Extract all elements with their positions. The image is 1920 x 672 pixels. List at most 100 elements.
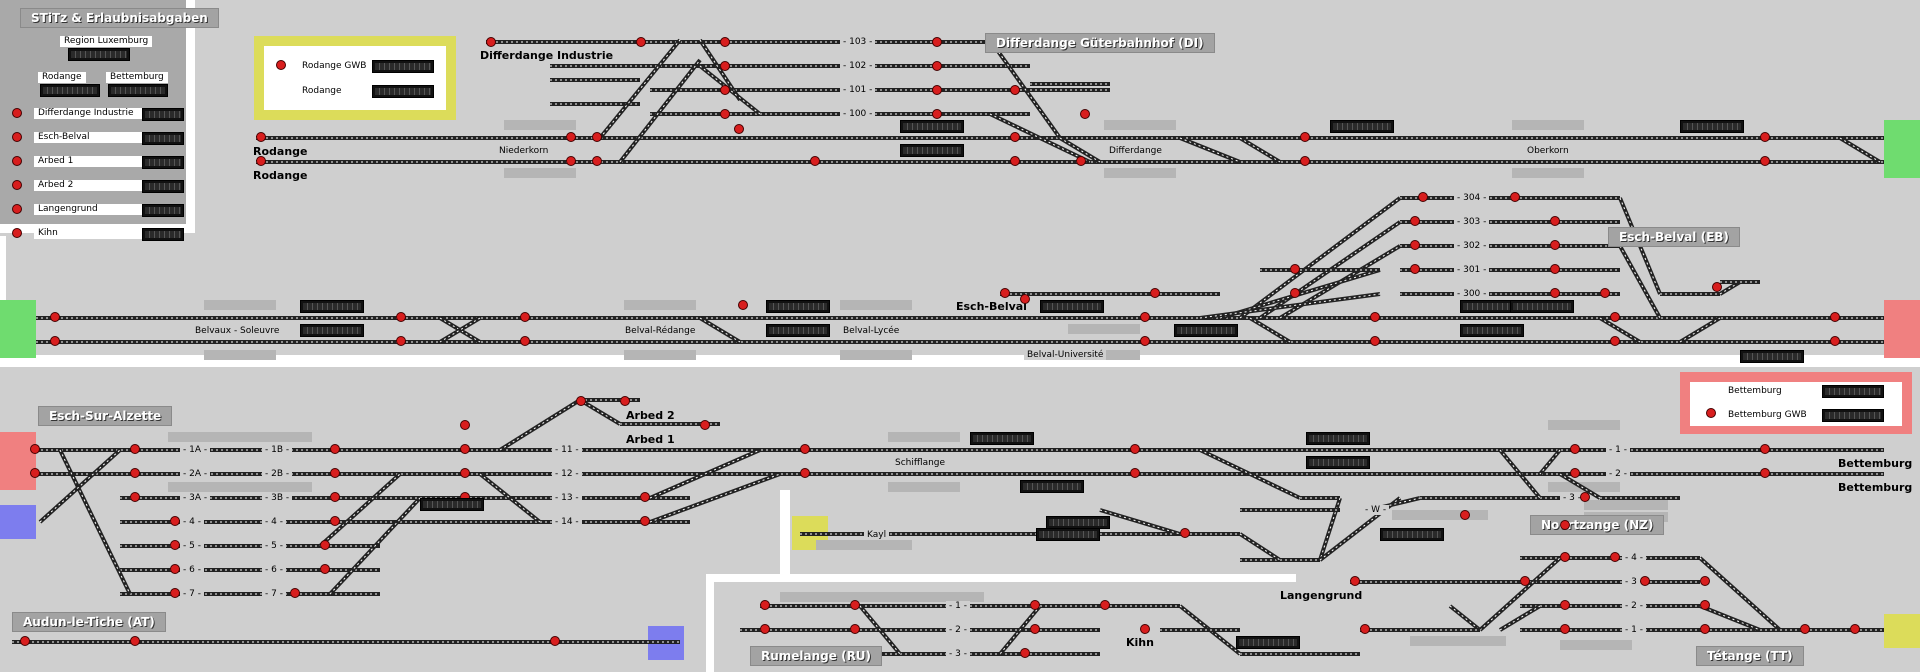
signal-icon[interactable]	[1570, 444, 1580, 454]
signal-icon[interactable]	[640, 516, 650, 526]
track-segment[interactable]	[1498, 604, 1542, 632]
signal-icon[interactable]	[592, 132, 602, 142]
signal-icon[interactable]	[1560, 552, 1570, 562]
track-segment[interactable]	[1838, 136, 1882, 164]
signal-icon[interactable]	[640, 492, 650, 502]
track-segment[interactable]	[1238, 532, 1282, 562]
signal-icon[interactable]	[1712, 282, 1722, 292]
block-counter[interactable]	[970, 432, 1034, 445]
edge-green-left[interactable]	[0, 300, 36, 358]
signal-icon[interactable]	[330, 516, 340, 526]
signal-icon[interactable]	[12, 180, 22, 190]
signal-icon[interactable]	[330, 468, 340, 478]
signal-icon[interactable]	[1550, 264, 1560, 274]
signal-icon[interactable]	[396, 336, 406, 346]
signal-icon[interactable]	[30, 444, 40, 454]
signal-icon[interactable]	[566, 156, 576, 166]
edge-green-right[interactable]	[1884, 120, 1920, 178]
signal-icon[interactable]	[1510, 192, 1520, 202]
edge-red-left[interactable]	[0, 432, 36, 490]
signal-icon[interactable]	[720, 85, 730, 95]
signal-icon[interactable]	[1410, 216, 1420, 226]
signal-icon[interactable]	[50, 336, 60, 346]
block-counter[interactable]	[300, 324, 364, 337]
signal-icon[interactable]	[1130, 468, 1140, 478]
block-counter[interactable]	[766, 324, 830, 337]
signal-icon[interactable]	[1080, 109, 1090, 119]
signal-icon[interactable]	[170, 516, 180, 526]
signal-icon[interactable]	[566, 132, 576, 142]
signal-icon[interactable]	[1830, 312, 1840, 322]
track-segment[interactable]	[478, 472, 542, 524]
block-counter[interactable]	[1036, 528, 1100, 541]
signal-icon[interactable]	[800, 468, 810, 478]
signal-icon[interactable]	[1460, 510, 1470, 520]
signal-icon[interactable]	[170, 564, 180, 574]
rodange-counter-2[interactable]	[372, 85, 434, 98]
signal-icon[interactable]	[1850, 624, 1860, 634]
block-counter[interactable]	[300, 300, 364, 313]
block-counter[interactable]	[420, 498, 484, 511]
signal-icon[interactable]	[1010, 132, 1020, 142]
block-counter[interactable]	[900, 120, 964, 133]
signal-icon[interactable]	[256, 132, 266, 142]
signal-icon[interactable]	[1410, 240, 1420, 250]
panel-row-counter[interactable]	[142, 132, 184, 145]
signal-icon[interactable]	[1550, 216, 1560, 226]
signal-icon[interactable]	[460, 468, 470, 478]
signal-icon[interactable]	[1010, 156, 1020, 166]
signal-icon[interactable]	[1140, 312, 1150, 322]
signal-icon[interactable]	[1640, 576, 1650, 586]
block-counter[interactable]	[1740, 350, 1804, 363]
signal-icon[interactable]	[760, 624, 770, 634]
signal-icon[interactable]	[1550, 240, 1560, 250]
panel-row-counter[interactable]	[142, 108, 184, 121]
panel-row-counter[interactable]	[142, 156, 184, 169]
edge-yellow-right[interactable]	[1884, 614, 1920, 648]
signal-icon[interactable]	[850, 600, 860, 610]
track-segment[interactable]	[1238, 136, 1282, 164]
signal-icon[interactable]	[1370, 336, 1380, 346]
signal-icon[interactable]	[170, 540, 180, 550]
signal-icon[interactable]	[1418, 192, 1428, 202]
signal-icon[interactable]	[1560, 520, 1570, 530]
track-segment[interactable]	[1478, 556, 1562, 632]
signal-icon[interactable]	[1700, 576, 1710, 586]
signal-icon[interactable]	[1100, 600, 1110, 610]
signal-icon[interactable]	[810, 156, 820, 166]
signal-icon[interactable]	[1760, 132, 1770, 142]
signal-icon[interactable]	[130, 444, 140, 454]
signal-icon[interactable]	[320, 564, 330, 574]
signal-icon[interactable]	[486, 37, 496, 47]
signal-icon[interactable]	[1030, 600, 1040, 610]
track-segment[interactable]	[698, 64, 762, 116]
signal-icon[interactable]	[1610, 312, 1620, 322]
bettemburg-counter[interactable]	[108, 84, 168, 97]
signal-icon[interactable]	[738, 300, 748, 310]
signal-icon[interactable]	[592, 156, 602, 166]
signal-icon[interactable]	[720, 109, 730, 119]
block-counter[interactable]	[1174, 324, 1238, 337]
signal-icon[interactable]	[1300, 132, 1310, 142]
signal-icon[interactable]	[800, 444, 810, 454]
panel-row-counter[interactable]	[142, 180, 184, 193]
signal-icon[interactable]	[12, 108, 22, 118]
signal-icon[interactable]	[276, 60, 286, 70]
block-counter[interactable]	[900, 144, 964, 157]
block-counter[interactable]	[1380, 528, 1444, 541]
bettemburg-gwb-counter[interactable]	[1822, 409, 1884, 422]
signal-icon[interactable]	[734, 124, 744, 134]
track-segment[interactable]	[1058, 136, 1102, 164]
signal-icon[interactable]	[1760, 468, 1770, 478]
signal-icon[interactable]	[520, 312, 530, 322]
signal-icon[interactable]	[1610, 336, 1620, 346]
block-counter[interactable]	[1046, 516, 1110, 529]
signal-icon[interactable]	[460, 444, 470, 454]
signal-icon[interactable]	[1290, 264, 1300, 274]
signal-icon[interactable]	[620, 396, 630, 406]
signal-icon[interactable]	[1800, 624, 1810, 634]
rodange-counter[interactable]	[40, 84, 100, 97]
signal-icon[interactable]	[1410, 264, 1420, 274]
signal-icon[interactable]	[1830, 336, 1840, 346]
signal-icon[interactable]	[30, 468, 40, 478]
